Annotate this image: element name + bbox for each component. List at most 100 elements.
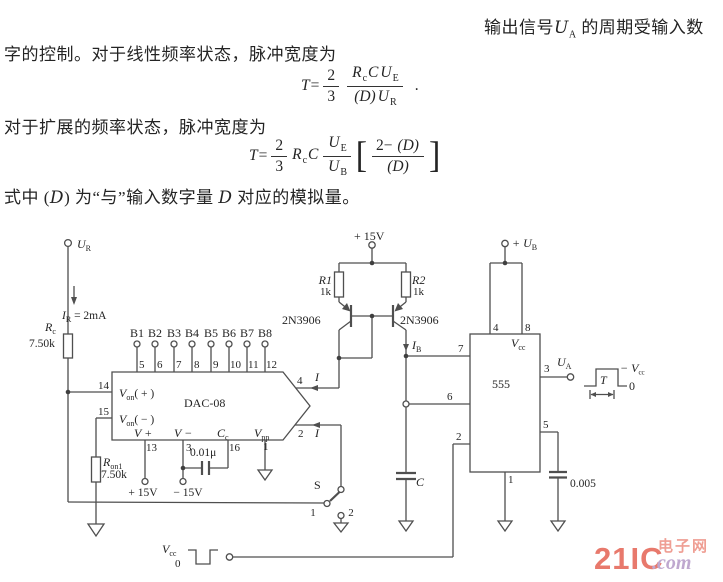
timer-pin4: 4 (493, 322, 499, 334)
numerator: 2 (271, 137, 288, 157)
var-ua: U (554, 18, 569, 38)
watermark-com: .com (652, 552, 692, 574)
equals: = (258, 147, 268, 165)
bit-b2: B2 (148, 326, 162, 340)
minus15-terminal (179, 477, 187, 486)
timer-pin7: 7 (458, 343, 464, 355)
denominator: 3 (275, 157, 284, 175)
timer-555-body (469, 333, 541, 473)
dac-pin7: 7 (176, 359, 182, 371)
numerator: 2− (D) (372, 137, 424, 157)
timer-pin8: 8 (525, 322, 531, 334)
label-ua: UA (557, 355, 572, 371)
dac-von-plus: Von( + ) (119, 386, 154, 402)
timer-pin2: 2 (456, 431, 462, 443)
dac-von-minus: Von( − ) (119, 412, 154, 428)
equals: = (310, 77, 320, 95)
q1-emitter-arrow (342, 303, 351, 312)
label-r2: R2 (411, 273, 425, 287)
label-q1-2n3906: 2N3906 (282, 313, 321, 327)
dac-pin6: 6 (157, 359, 163, 371)
wires (62, 246, 567, 558)
timer-pin1: 1 (508, 474, 514, 486)
timer-pin5: 5 (543, 419, 549, 431)
dac-vplus: V + (134, 426, 152, 440)
label-rc-value: 7.50k (29, 338, 55, 350)
label-minus15: − 15V (173, 487, 203, 499)
numerator: 2 (323, 67, 340, 87)
waveform-zero: 0 (629, 379, 635, 393)
switch-pos-2: 2 (348, 507, 354, 519)
denominator: 3 (327, 87, 336, 105)
period: . (414, 77, 419, 95)
dac-pin16: 16 (229, 442, 241, 454)
source-vcc: Vcc (162, 542, 177, 558)
junction-dots (65, 260, 508, 471)
dac08-body (111, 371, 311, 441)
label-ub: + UB (512, 236, 537, 252)
var-d: D (49, 188, 65, 208)
switch-pos-1: 1 (310, 507, 316, 519)
pin6-node (402, 400, 410, 408)
dac-pin14: 14 (98, 380, 110, 392)
ib-arrow (403, 344, 409, 351)
dac-pin2: 2 (298, 428, 304, 440)
label-ur: UR (77, 237, 92, 253)
dac-pin9: 9 (213, 359, 219, 371)
label-ib: IB (411, 338, 421, 354)
text-run: 对应的模拟量。 (232, 188, 360, 207)
label-plus15: + 15V (128, 487, 158, 499)
label-ron1-value: 7.50k (101, 469, 127, 481)
dac-pin12: 12 (266, 359, 277, 371)
dac-name: DAC-08 (184, 396, 225, 410)
denominator: UB (328, 157, 347, 178)
dac-vminus: V − (174, 426, 192, 440)
timer-pin3: 3 (544, 363, 550, 375)
paragraph-line-4: 式中 (D) 为“与”输入数字量 D 对应的模拟量。 (4, 183, 360, 208)
label-r1: R1 (318, 273, 332, 287)
numerator: UE (323, 134, 351, 157)
paragraph-line-1: 输出信号UA 的周期受输入数 (484, 13, 704, 40)
var-d: D (218, 188, 233, 208)
dac-pin4: 4 (297, 375, 303, 387)
dac-pin10: 10 (230, 359, 242, 371)
i-out-arrow (310, 385, 318, 391)
text-run: 输出信号 (484, 18, 554, 37)
bit-b5: B5 (204, 326, 218, 340)
dac-pin1: 1 (263, 441, 269, 453)
denominator: (D)UR (354, 87, 397, 108)
var-T: T (301, 77, 310, 95)
bit-b6: B6 (222, 326, 236, 340)
dac-pin8: 8 (194, 359, 200, 371)
text-run: ) 为“与”输入数字量 (64, 188, 219, 207)
label-cap-0005: 0.005 (570, 478, 596, 490)
ub-terminal (501, 239, 509, 248)
i-out2-arrow (312, 422, 320, 428)
waveform-vcc: − Vcc (620, 361, 645, 377)
ground-symbols (86, 469, 567, 538)
bit-input-leads (136, 347, 266, 372)
dac-pin11: 11 (248, 359, 259, 371)
plus15-top-terminal (368, 241, 376, 249)
label-r2-value: 1k (413, 286, 425, 298)
switch-s[interactable] (323, 485, 345, 520)
bit-b3: B3 (167, 326, 181, 340)
watermark-logo: 21IC (594, 541, 664, 576)
dac-pin13: 13 (146, 442, 158, 454)
trigger-pulse-waveform (188, 549, 218, 565)
dac-cc: Cc (217, 426, 229, 442)
ur-terminal (63, 238, 73, 248)
output-pulse-waveform (584, 368, 627, 399)
dac-pin15: 15 (98, 406, 110, 418)
fraction-ue-ub: UE UB (323, 134, 351, 178)
timer-pin6: 6 (447, 391, 453, 403)
label-ir: IR = 2mA (61, 310, 107, 324)
ir-arrow (71, 297, 77, 305)
source-zero: 0 (175, 558, 181, 570)
